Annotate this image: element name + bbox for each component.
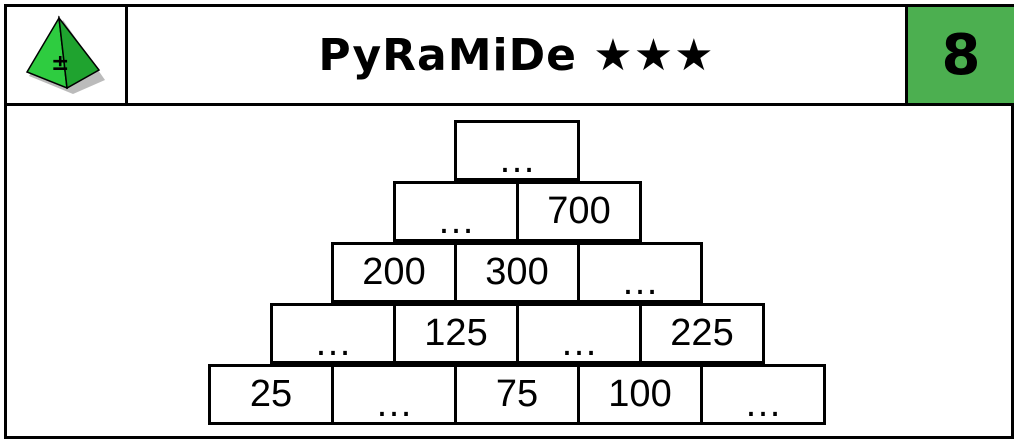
pyramid-brick-r5-c2: … — [331, 364, 457, 425]
brick-value: 200 — [362, 251, 426, 293]
exercise-number-badge: 8 — [905, 7, 1014, 103]
brick-value: … — [744, 383, 782, 425]
brick-value: 225 — [670, 312, 734, 354]
brick-value: … — [437, 200, 475, 242]
pyramid-brick-r4-c1: … — [270, 303, 396, 364]
pyramid-brick-r5-c5: … — [700, 364, 826, 425]
brick-value: 300 — [485, 251, 549, 293]
brick-value: 700 — [547, 190, 611, 232]
brick-value: … — [375, 383, 413, 425]
exercise-number: 8 — [941, 22, 981, 88]
green-pyramid-icon: ± — [25, 15, 105, 94]
brick-value: … — [498, 139, 536, 181]
brick-value: … — [560, 322, 598, 364]
brick-value: 125 — [424, 312, 488, 354]
pyramid-brick-r5-c1: 25 — [208, 364, 334, 425]
brick-value: … — [621, 261, 659, 303]
header-bar: ± PyRaMiDe ★★★ 8 — [7, 7, 1014, 106]
brick-value: 100 — [608, 373, 672, 415]
pyramid-brick-r3-c2: 300 — [454, 242, 580, 303]
pyramid-brick-r4-c2: 125 — [393, 303, 519, 364]
brick-value: … — [314, 322, 352, 364]
pyramid-brick-r4-c3: … — [516, 303, 642, 364]
pyramid-brick-r3-c1: 200 — [331, 242, 457, 303]
pyramid-brick-r2-c1: … — [393, 181, 519, 242]
pyramid-brick-r1-c1: … — [454, 120, 580, 181]
pyramid-brick-r3-c3: … — [577, 242, 703, 303]
plus-minus-symbol: ± — [51, 51, 69, 76]
brick-value: 25 — [249, 373, 293, 415]
page-title: PyRaMiDe ★★★ — [318, 29, 715, 81]
pyramid-brick-r5-c4: 100 — [577, 364, 703, 425]
pyramid-brick-r2-c2: 700 — [516, 181, 642, 242]
pyramid-brick-r4-c4: 225 — [639, 303, 765, 364]
brick-value: 75 — [495, 373, 539, 415]
pyramid-brick-r5-c3: 75 — [454, 364, 580, 425]
logo-cell: ± — [7, 7, 128, 103]
title-cell: PyRaMiDe ★★★ — [128, 7, 905, 103]
